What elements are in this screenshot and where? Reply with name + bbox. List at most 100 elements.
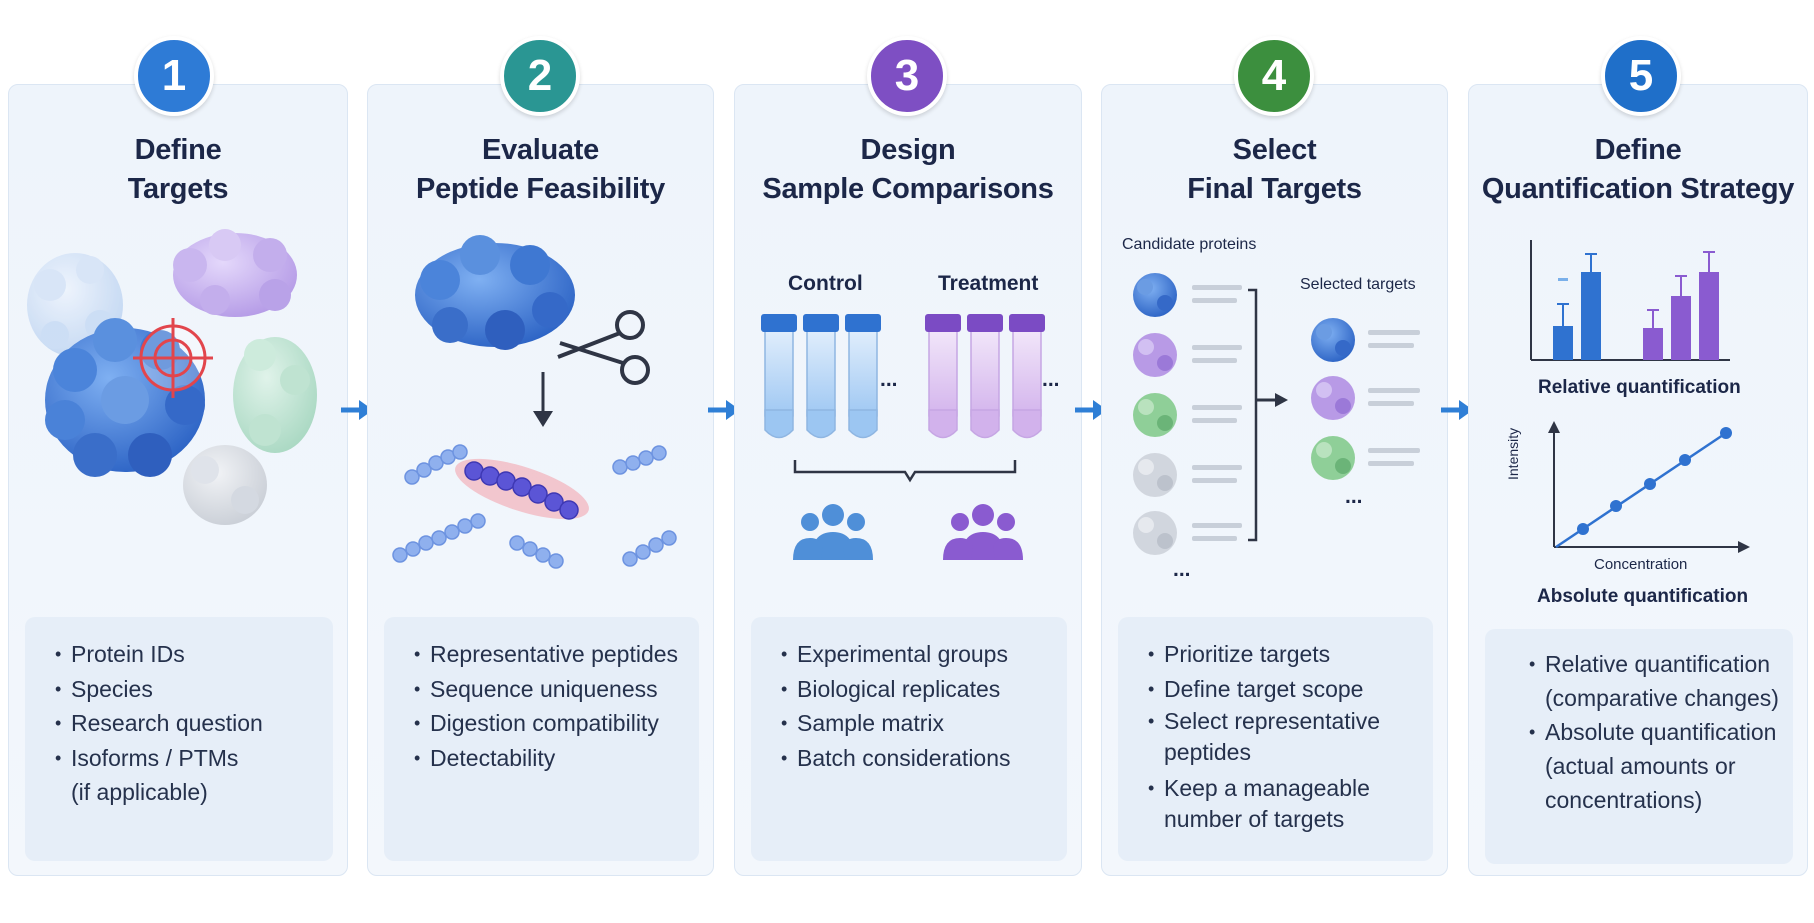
grouping-bracket <box>793 460 1017 483</box>
control-tubes <box>761 314 881 439</box>
selected-ellipsis: ... <box>1345 485 1363 508</box>
step-panel-1: Protein IDs Species Research question Is… <box>8 84 348 876</box>
protein-grey <box>1133 453 1177 497</box>
protein-green <box>1311 436 1355 480</box>
bullet-list: Representative peptides Sequence uniquen… <box>414 637 685 775</box>
bar-group-blue <box>1553 253 1601 360</box>
bullet-item: Protein IDs <box>55 637 319 672</box>
right-arrow-icon <box>1441 400 1473 420</box>
bar-group-purple <box>1643 251 1719 360</box>
protein-blue <box>1133 273 1177 317</box>
tube-icon <box>803 314 839 439</box>
title-line: Targets <box>127 173 229 205</box>
protein-target-blue <box>45 318 205 477</box>
step-badge-4: 4 <box>1234 36 1314 116</box>
tube-icon <box>967 314 1003 439</box>
scissors-icon <box>557 310 650 385</box>
treatment-tubes <box>925 314 1045 439</box>
digestion-illustration <box>392 235 677 569</box>
people-group-icon <box>793 504 873 560</box>
right-arrow-icon <box>1075 400 1107 420</box>
selection-bracket <box>1248 288 1258 542</box>
title-line: Final Targets <box>1187 173 1362 205</box>
bullet-list: Prioritize targets Define target scope S… <box>1148 637 1419 835</box>
step-badge-5: 5 <box>1601 36 1681 116</box>
protein-green <box>1133 393 1177 437</box>
step-panel-3: Experimental groups Biological replicate… <box>734 84 1082 876</box>
protein-grey <box>183 445 267 525</box>
control-ellipsis: ... <box>880 368 898 391</box>
protein-purple <box>1311 376 1355 420</box>
step-3-details: Experimental groups Biological replicate… <box>751 617 1067 861</box>
tube-icon <box>925 314 961 439</box>
right-arrow-icon <box>1257 393 1288 407</box>
right-arrow-icon <box>341 400 373 420</box>
title-line: Evaluate <box>482 134 599 166</box>
protein-blue <box>415 235 575 350</box>
step-title-2: Evaluate Peptide Feasibility <box>367 131 714 209</box>
bullet-item: Sequence uniqueness <box>414 672 685 707</box>
title-line: Define <box>134 134 222 166</box>
protein-grey <box>1133 511 1177 555</box>
protein-purple <box>1133 333 1177 377</box>
step-title-3: Design Sample Comparisons <box>734 131 1082 209</box>
bullet-item: Research question <box>55 706 319 741</box>
step-2-details: Representative peptides Sequence uniquen… <box>384 617 699 861</box>
absolute-quantification-label: Absolute quantification <box>1537 586 1749 607</box>
relative-quantification-label: Relative quantification <box>1538 377 1741 398</box>
selected-targets-label: Selected targets <box>1300 276 1416 293</box>
bullet-item: Absolute quantification (actual amounts … <box>1529 715 1779 817</box>
bullet-item: Detectability <box>414 741 685 776</box>
right-arrow-icon <box>708 400 740 420</box>
bullet-item: Keep a manageable number of targets <box>1148 773 1419 835</box>
title-line: Peptide Feasibility <box>416 173 665 205</box>
bullet-item: Isoforms / PTMs (if applicable) <box>55 741 319 810</box>
candidate-list <box>1133 273 1242 555</box>
target-crosshair-icon <box>133 318 213 398</box>
tube-icon <box>1009 314 1045 439</box>
protein-blue <box>1311 318 1355 362</box>
step-badge-2: 2 <box>500 36 580 116</box>
target-selection-illustration <box>1133 273 1420 555</box>
peptide-chains <box>392 444 677 569</box>
step-title-4: Select Final Targets <box>1101 131 1448 209</box>
bullet-item: Biological replicates <box>781 672 1053 707</box>
highlighted-peptide <box>455 458 589 520</box>
step-badge-3: 3 <box>867 36 947 116</box>
people-group-icon <box>943 504 1023 560</box>
step-4-details: Prioritize targets Define target scope S… <box>1118 617 1433 861</box>
tube-icon <box>845 314 881 439</box>
text-placeholder-lines <box>1368 330 1420 466</box>
bullet-item: Experimental groups <box>781 637 1053 672</box>
candidate-ellipsis: ... <box>1173 558 1191 581</box>
step-title-5: Define Quantification Strategy <box>1468 131 1808 209</box>
step-panel-4: Prioritize targets Define target scope S… <box>1101 84 1448 876</box>
bar-chart-icon <box>1530 240 1730 361</box>
y-axis-label: Intensity <box>1505 427 1521 480</box>
step-1-details: Protein IDs Species Research question Is… <box>25 617 333 861</box>
line-chart-icon <box>1548 421 1750 553</box>
title-line: Select <box>1232 134 1317 166</box>
title-line: Quantification Strategy <box>1481 173 1795 205</box>
protein-cluster-illustration <box>27 229 317 525</box>
down-arrow-icon <box>533 372 553 427</box>
x-axis-label: Concentration <box>1594 556 1688 573</box>
bullet-item: Sample matrix <box>781 706 1053 741</box>
step-panel-2: Representative peptides Sequence uniquen… <box>367 84 714 876</box>
bullet-item: Define target scope <box>1148 672 1419 707</box>
step-title-1: Define Targets <box>8 131 348 209</box>
bullet-item: Relative quantification (comparative cha… <box>1529 647 1779 715</box>
title-line: Design <box>860 134 956 166</box>
bullet-item: Species <box>55 672 319 707</box>
bullet-item: Representative peptides <box>414 637 685 672</box>
sample-comparison-illustration <box>761 314 1045 560</box>
step-panel-5: Relative quantification (comparative cha… <box>1468 84 1808 876</box>
protein-purple <box>173 229 297 317</box>
title-line: Sample Comparisons <box>762 173 1054 205</box>
bullet-item: Batch considerations <box>781 741 1053 776</box>
step-5-details: Relative quantification (comparative cha… <box>1485 629 1793 864</box>
bullet-list: Protein IDs Species Research question Is… <box>55 637 319 810</box>
control-label: Control <box>788 272 863 295</box>
tube-icon <box>761 314 797 439</box>
treatment-ellipsis: ... <box>1042 368 1060 391</box>
